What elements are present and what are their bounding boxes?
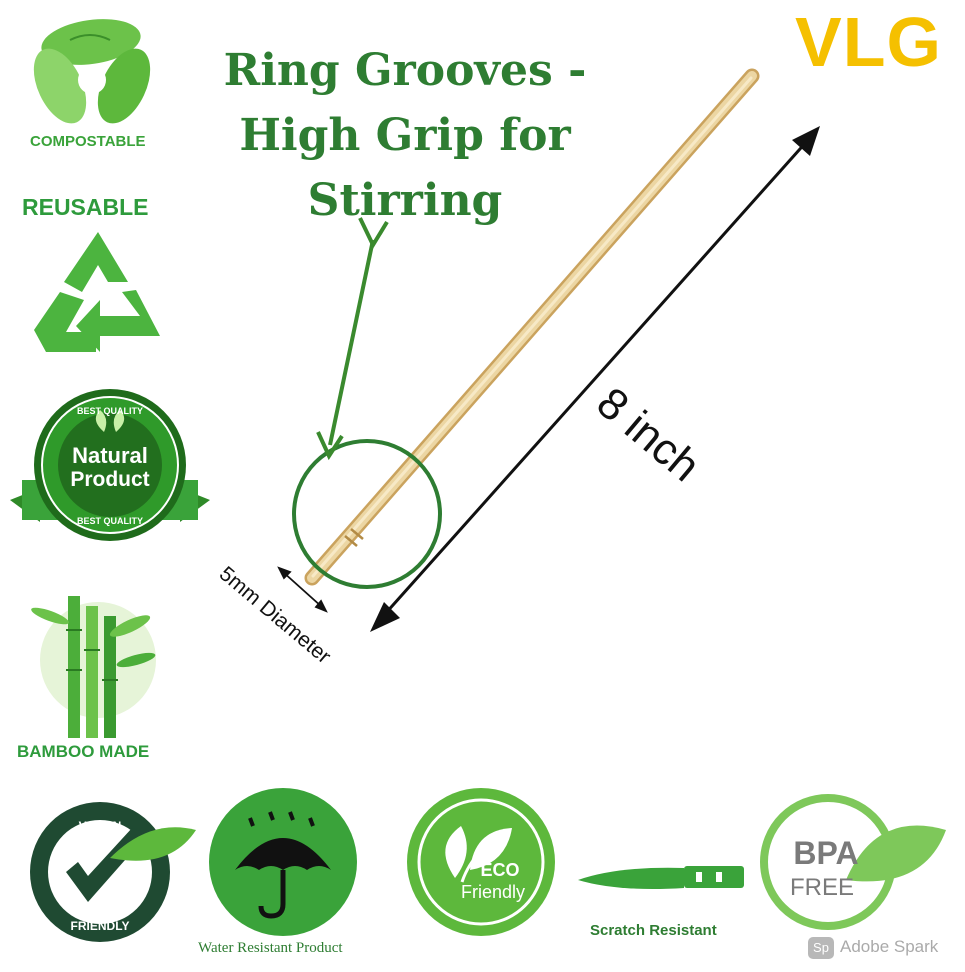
compostable-label: COMPOSTABLE xyxy=(30,133,146,150)
reusable-label: REUSABLE xyxy=(22,194,149,220)
length-label: 8 inch xyxy=(588,378,709,491)
groove-ring xyxy=(350,528,364,540)
headline-line-1: Ring Grooves - xyxy=(223,45,587,96)
eco-line-2: Friendly xyxy=(461,882,525,902)
natural-line-2: Product xyxy=(70,468,149,491)
adobe-spark-watermark: Sp Adobe Spark xyxy=(808,937,938,959)
natural-line-1: Natural xyxy=(72,443,148,468)
eco-friendly-seal: ECO Friendly xyxy=(407,788,555,936)
headline-line-3: Stirring xyxy=(307,175,503,226)
natural-bottom-arc: BEST QUALITY xyxy=(77,516,143,526)
length-arrow xyxy=(370,126,820,632)
recycle-icon xyxy=(34,232,160,352)
vegan-friendly-seal: VEGAN FRIENDLY xyxy=(30,802,196,942)
pointer-arrow xyxy=(316,217,389,461)
bamboo-stick xyxy=(304,68,760,586)
compostable-icon xyxy=(33,19,151,124)
vegan-bottom-text: FRIENDLY xyxy=(71,919,130,933)
groove-ring xyxy=(344,535,358,547)
bpa-line-2: FREE xyxy=(790,874,854,901)
bamboo-made-label: BAMBOO MADE xyxy=(17,742,150,761)
bamboo-icon xyxy=(31,596,156,738)
spark-logo-icon: Sp xyxy=(808,937,834,959)
natural-product-seal: Natural Product BEST QUALITY BEST QUALIT… xyxy=(10,389,210,541)
headline-line-2: High Grip for xyxy=(239,110,571,161)
natural-top-arc: BEST QUALITY xyxy=(77,406,143,416)
scratch-resistant-label: Scratch Resistant xyxy=(590,922,717,939)
brand-logo: VLG xyxy=(795,3,942,81)
water-resistant-label: Water Resistant Product xyxy=(198,940,343,956)
vegan-top-text: VEGAN xyxy=(79,819,122,833)
knife-icon xyxy=(578,866,744,889)
watermark-text: Adobe Spark xyxy=(840,937,939,956)
diameter-arrow xyxy=(277,566,328,613)
highlight-circle xyxy=(292,439,442,589)
bpa-free-seal: BPA FREE xyxy=(760,794,946,930)
umbrella-icon xyxy=(209,788,357,936)
bpa-line-1: BPA xyxy=(793,835,858,871)
eco-line-1: ECO xyxy=(480,860,519,880)
headline: Ring Grooves - High Grip for Stirring xyxy=(205,38,605,233)
